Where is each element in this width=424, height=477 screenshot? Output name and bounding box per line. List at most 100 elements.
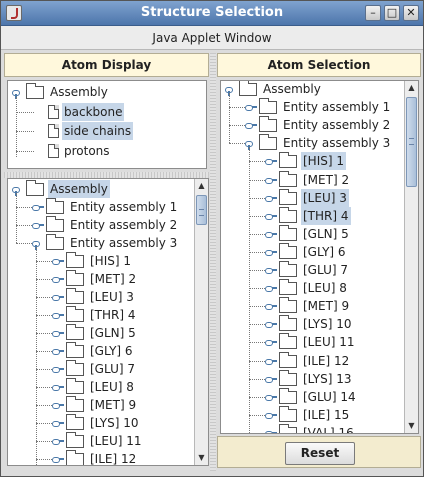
collapsed-toggle-icon[interactable] [265,247,277,257]
tree-row[interactable]: [VAL] 16 [221,423,401,434]
tree-row-label[interactable]: Entity assembly 1 [283,100,391,115]
tree-row[interactable]: [MET] 9 [8,396,188,414]
tree-row[interactable]: Entity assembly 2 [221,116,401,134]
collapsed-toggle-icon[interactable] [52,310,64,320]
tree-row[interactable]: [LEU] 3 [221,188,401,207]
tree-row[interactable]: [ILE] 12 [221,351,401,370]
tree-row[interactable]: [LYS] 13 [221,369,401,388]
tree-row[interactable]: [LYS] 10 [221,315,401,333]
tree-row-label[interactable]: [LYS] 13 [303,371,352,386]
tree-row-label[interactable]: [LEU] 3 [301,188,349,207]
collapsed-toggle-icon[interactable] [265,374,277,384]
tree-row[interactable]: [GLY] 6 [221,242,401,261]
tree-row[interactable]: [LEU] 8 [8,378,188,396]
tree-row[interactable]: backbone [8,102,188,121]
maximize-button[interactable]: □ [384,5,400,21]
tree-row[interactable]: [GLU] 7 [8,360,188,378]
collapsed-toggle-icon[interactable] [52,418,64,428]
tree-row[interactable]: Assembly [8,180,188,198]
tree-row[interactable]: [GLN] 5 [8,324,188,342]
tree-row-label[interactable]: [GLU] 14 [303,389,356,404]
horizontal-splitter[interactable] [4,172,209,178]
tree-row-label[interactable]: [LYS] 10 [90,416,139,430]
tree-row-label[interactable]: [HIS] 1 [90,254,131,268]
title-bar[interactable]: Structure Selection – □ ✕ [1,1,423,26]
collapsed-toggle-icon[interactable] [52,382,64,392]
tree-row-label[interactable]: [GLU] 7 [90,362,135,376]
collapsed-toggle-icon[interactable] [52,400,64,410]
collapsed-toggle-icon[interactable] [52,292,64,302]
tree-row[interactable]: [GLU] 14 [221,387,401,406]
tree-row[interactable]: [LEU] 11 [221,333,401,351]
tree-row-label[interactable]: [HIS] 1 [301,152,346,171]
tree-row-label[interactable]: [MET] 9 [303,299,350,314]
collapsed-toggle-icon[interactable] [265,229,277,239]
tree-row-label[interactable]: [LEU] 8 [303,281,347,296]
tree-row[interactable]: [THR] 4 [8,306,188,324]
collapsed-toggle-icon[interactable] [52,454,64,464]
tree-row-label[interactable]: [LEU] 8 [90,380,134,394]
collapsed-toggle-icon[interactable] [265,319,277,329]
collapsed-toggle-icon[interactable] [52,436,64,446]
tree-row-label[interactable]: Entity assembly 1 [70,200,178,214]
tree-row-label[interactable]: [THR] 4 [301,206,351,225]
tree-row-label[interactable]: [LEU] 11 [90,434,142,448]
reset-button[interactable]: Reset [285,442,355,465]
tree-row-label[interactable]: [GLY] 6 [303,244,346,259]
tree-row[interactable]: [GLN] 5 [221,224,401,243]
collapsed-toggle-icon[interactable] [245,102,257,112]
tree-row[interactable]: [MET] 2 [221,170,401,189]
tree-row[interactable]: Entity assembly 3 [8,234,188,252]
tree-row[interactable]: [ILE] 15 [221,405,401,424]
tree-row-label[interactable]: side chains [62,122,134,140]
tree-row-label[interactable]: [VAL] 16 [303,425,354,434]
tree-row[interactable]: Entity assembly 1 [221,98,401,116]
tree-row[interactable]: [LEU] 3 [8,288,188,306]
collapsed-toggle-icon[interactable] [265,175,277,185]
collapsed-toggle-icon[interactable] [265,428,277,433]
scroll-up-arrow[interactable]: ▲ [408,83,415,92]
tree-row[interactable]: [LEU] 8 [221,279,401,297]
tree-row[interactable]: Entity assembly 1 [8,198,188,216]
tree-row[interactable]: [LEU] 11 [8,432,188,450]
tree-row-label[interactable]: backbone [62,102,125,121]
collapsed-toggle-icon[interactable] [265,356,277,366]
collapsed-toggle-icon[interactable] [32,202,44,212]
scroll-down-arrow[interactable]: ▼ [408,421,415,430]
tree-row[interactable]: [MET] 9 [221,297,401,315]
tree-row-label[interactable]: [GLY] 6 [90,344,133,358]
tree-row-label[interactable]: Entity assembly 2 [283,118,391,133]
tree-row-label[interactable]: [ILE] 12 [90,452,137,466]
tree-row-label[interactable]: [MET] 2 [90,272,137,286]
left-tree-scrollbar[interactable]: ▲ ▼ [194,179,208,465]
close-button[interactable]: ✕ [403,5,419,21]
atom-selection-scrollbar[interactable]: ▲ ▼ [404,81,418,433]
scroll-up-arrow[interactable]: ▲ [198,181,205,190]
collapsed-toggle-icon[interactable] [52,364,64,374]
collapsed-toggle-icon[interactable] [245,120,257,130]
tree-row-label[interactable]: protons [64,143,110,158]
collapsed-toggle-icon[interactable] [265,156,277,166]
expanded-toggle-icon[interactable] [32,238,42,250]
collapsed-toggle-icon[interactable] [52,328,64,338]
tree-row-label[interactable]: [THR] 4 [90,308,136,322]
tree-row[interactable]: Entity assembly 2 [8,216,188,234]
tree-row-label[interactable]: [GLN] 5 [90,326,136,340]
tree-row-label[interactable]: Assembly [50,85,108,99]
collapsed-toggle-icon[interactable] [265,283,277,293]
tree-row[interactable]: protons [8,142,188,160]
tree-row-label[interactable]: Entity assembly 3 [283,136,391,151]
scroll-thumb[interactable] [196,195,207,225]
tree-row-label[interactable]: Entity assembly 3 [70,236,178,250]
collapsed-toggle-icon[interactable] [265,211,277,221]
tree-row[interactable]: [ILE] 12 [8,450,188,466]
collapsed-toggle-icon[interactable] [265,193,277,203]
tree-row-label[interactable]: [LEU] 3 [90,290,134,304]
vertical-splitter[interactable] [210,53,216,471]
tree-row-label[interactable]: [GLU] 7 [303,263,348,277]
tree-row-label[interactable]: [LEU] 11 [303,335,355,350]
tree-row[interactable]: [LYS] 10 [8,414,188,432]
tree-row[interactable]: [HIS] 1 [221,152,401,171]
